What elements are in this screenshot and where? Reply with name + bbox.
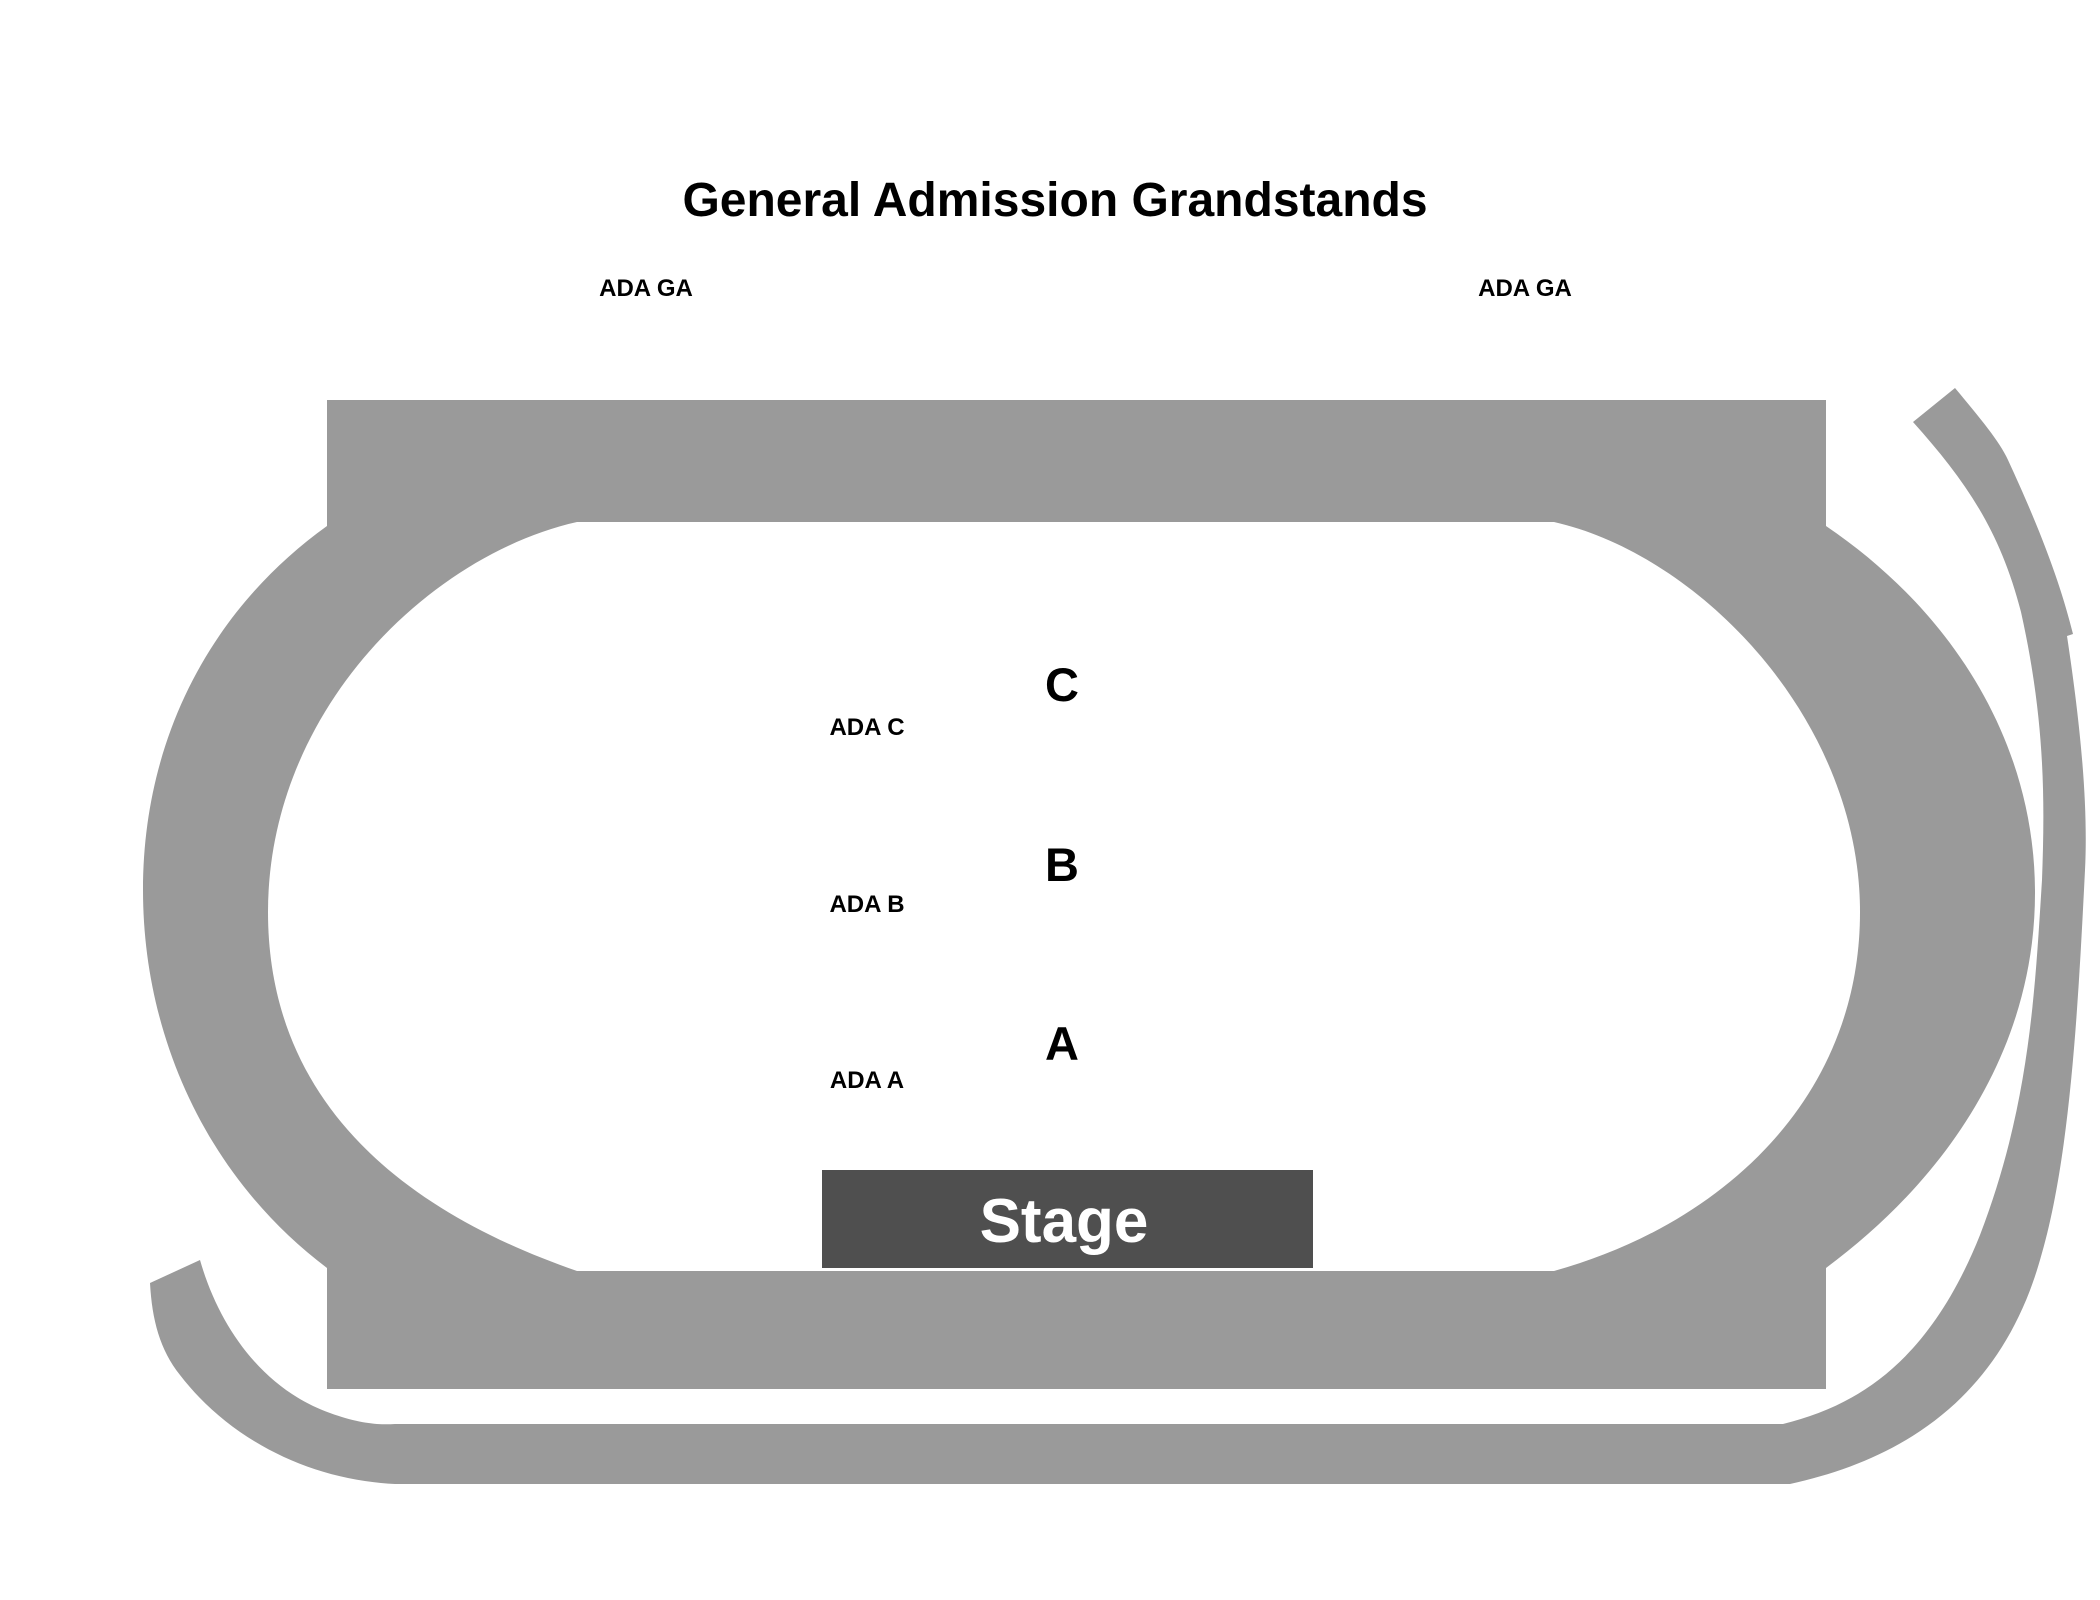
section-c-label: C [1045, 658, 1079, 711]
ada-a-label: ADA A [830, 1067, 904, 1094]
map-title: General Admission Grandstands [682, 174, 1427, 227]
ada-ga-right-label: ADA GA [1478, 275, 1572, 302]
stage[interactable] [822, 1170, 1313, 1268]
ada-c-label: ADA C [829, 714, 904, 741]
section-a-label: A [1045, 1017, 1079, 1070]
stage-label: Stage [980, 1187, 1149, 1256]
ada-ga-left-label: ADA GA [599, 275, 693, 302]
ada-b-label: ADA B [829, 891, 904, 918]
section-b-label: B [1045, 838, 1079, 891]
right-walkway[interactable] [150, 388, 2086, 1484]
infield [268, 522, 1860, 1271]
